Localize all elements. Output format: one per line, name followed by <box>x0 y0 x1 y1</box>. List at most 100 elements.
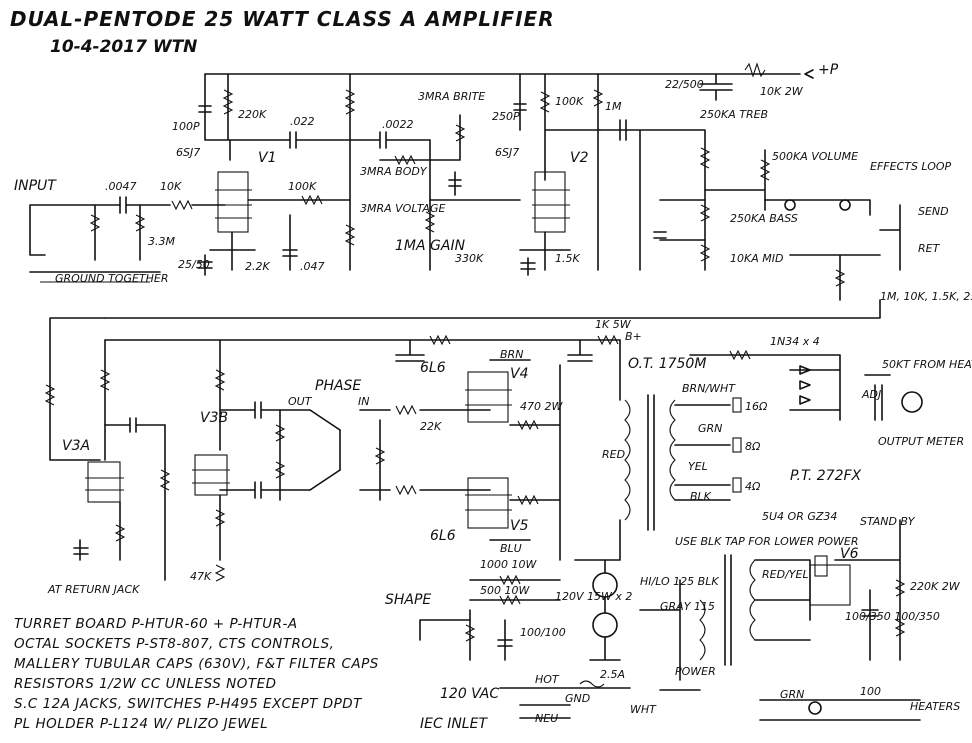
neu-label: NEU <box>535 712 558 725</box>
ret-label: RET <box>918 242 941 255</box>
gain-label: 1MA GAIN <box>395 238 466 254</box>
wire-color-label: BLK <box>690 490 712 503</box>
component-label: 470 2W <box>520 400 563 413</box>
tube-v2: V2 6SJ7 <box>495 146 589 276</box>
tube-v3a-label: V3A <box>62 438 90 454</box>
component-label: 25/50 <box>178 258 210 271</box>
component-label: 100 <box>860 685 881 698</box>
tube-v2-type: 6SJ7 <box>495 146 519 159</box>
wire-color-label: BLU <box>500 542 522 555</box>
component-label: 100/100 <box>520 626 566 639</box>
wire-color-label: GRN <box>698 422 722 435</box>
plus-p-label: +P <box>818 62 839 78</box>
tube-v4-type: 6L6 <box>420 360 446 376</box>
component-label: 3.3M <box>148 235 175 248</box>
tap-8-label: 8Ω <box>745 440 761 453</box>
tube-v1-type: 6SJ7 <box>176 146 200 159</box>
tube-v6-type: 5U4 OR GZ34 <box>762 510 837 523</box>
wire-color-label: YEL <box>688 460 708 473</box>
tube-v5-label: V5 <box>510 518 529 534</box>
power-switch-label: POWER <box>675 665 716 678</box>
tube-v6: V6 5U4 OR GZ34 <box>762 510 859 606</box>
component-values: 100P 220K .022 .0022 250P 100K 1M 22/500… <box>105 78 961 698</box>
send-label: SEND <box>918 205 949 218</box>
component-label: 220K <box>238 108 267 121</box>
output-meter-label: OUTPUT METER <box>878 435 964 448</box>
component-label: .047 <box>300 260 325 273</box>
tube-v3a: V3A <box>62 438 126 561</box>
schematic-title: DUAL-PENTODE 25 WATT CLASS A AMPLIFIER <box>10 7 555 31</box>
hot-label: HOT <box>535 673 560 686</box>
tube-v3b-label: V3B <box>200 410 228 426</box>
footer-note-2: OCTAL SOCKETS P-ST8-807, CTS CONTROLS, <box>14 636 334 652</box>
bplus-label: B+ <box>625 330 642 343</box>
volume-label: 500KA VOLUME <box>772 150 858 163</box>
effects-note: 1M, 10K, 1.5K, 25/50 P-P FROM RET TO V3 <box>880 290 972 303</box>
wire-color-labels: BRN BLU RED BRN/WHT GRN YEL BLK RED/YEL … <box>500 348 809 701</box>
tube-v1: V1 6SJ7 <box>176 146 276 276</box>
treb-label: 250KA TREB <box>700 108 768 121</box>
body-label: 3MRA BODY <box>360 165 428 178</box>
component-label: 500 10W <box>480 584 530 597</box>
component-label: 100K <box>288 180 317 193</box>
component-label: 47K <box>190 570 212 583</box>
ac-in-label: 120 VAC <box>440 686 499 702</box>
tube-v4: V4 6L6 <box>420 360 528 423</box>
input-label: INPUT <box>14 178 57 194</box>
component-label: 330K <box>455 252 484 265</box>
power-supply-wiring <box>419 519 921 721</box>
wht-label: WHT <box>630 703 657 716</box>
brite-label: 3MRA BRITE <box>418 90 485 103</box>
footer-note-4: RESISTORS 1/2W CC UNLESS NOTED <box>14 676 277 692</box>
tube-v2-label: V2 <box>570 150 589 166</box>
wire-color-label: BRN/WHT <box>682 382 736 395</box>
component-label: 22/500 <box>665 78 704 91</box>
tube-v4-label: V4 <box>510 366 528 382</box>
mid-label: 10KA MID <box>730 252 783 265</box>
hilo-label: HI/LO 125 BLK <box>640 575 719 588</box>
component-label: 100K <box>555 95 584 108</box>
iec-inlet-label: IEC INLET <box>420 716 488 732</box>
sokt-label: 50KT FROM HEATER SUPPLY <box>882 358 972 371</box>
standby-label: STAND BY <box>860 515 916 528</box>
tube-v1-label: V1 <box>258 150 276 166</box>
footer-note-1: TURRET BOARD P-HTUR-60 + P-HTUR-A <box>14 616 298 632</box>
component-label: 10K <box>160 180 182 193</box>
phase-label: PHASE <box>315 378 361 394</box>
component-label: .0047 <box>105 180 137 193</box>
input-stage <box>29 196 226 283</box>
bass-label: 250KA BASS <box>730 212 798 225</box>
component-label: 1K 5W <box>595 318 632 331</box>
phase-in-label: IN <box>358 395 369 408</box>
tap-4-label: 4Ω <box>745 480 761 493</box>
component-label: 22K <box>420 420 442 433</box>
preamp-wiring <box>198 62 901 301</box>
footer-notes: TURRET BOARD P-HTUR-60 + P-HTUR-A OCTAL … <box>14 616 379 732</box>
component-label: 100/350 100/350 <box>845 610 940 623</box>
phase-out-label: OUT <box>288 395 313 408</box>
fuse-label: 2.5A <box>600 668 625 681</box>
wire-color-label: RED <box>602 448 625 461</box>
component-label: .022 <box>290 115 315 128</box>
tap-16-label: 16Ω <box>745 400 768 413</box>
component-label: 10K 2W <box>760 85 804 98</box>
component-label: 2.2K <box>245 260 270 273</box>
wire-color-label: BRN <box>500 348 523 361</box>
component-label: 220K 2W <box>910 580 961 593</box>
footer-note-3: MALLERY TUBULAR CAPS (630V), F&T FILTER … <box>14 656 379 672</box>
tube-v3b: V3B <box>192 410 230 582</box>
footer-note-6: PL HOLDER P-L124 W/ PLIZO JEWEL <box>14 716 268 732</box>
pt-label: P.T. 272FX <box>790 468 862 484</box>
date-line: 10-4-2017 WTN <box>50 37 197 57</box>
voltage-label: 3MRA VOLTAGE <box>360 202 445 215</box>
component-label: 1M <box>605 100 622 113</box>
lamps-label: 120V 15W x 2 <box>555 590 632 603</box>
power-amp-wiring <box>44 299 923 581</box>
tube-v6-label: V6 <box>840 546 859 562</box>
component-label: 1000 10W <box>480 558 537 571</box>
heaters-label: HEATERS <box>910 700 960 713</box>
component-label: 1.5K <box>555 252 580 265</box>
ground-together-label: GROUND TOGETHER <box>55 272 169 285</box>
